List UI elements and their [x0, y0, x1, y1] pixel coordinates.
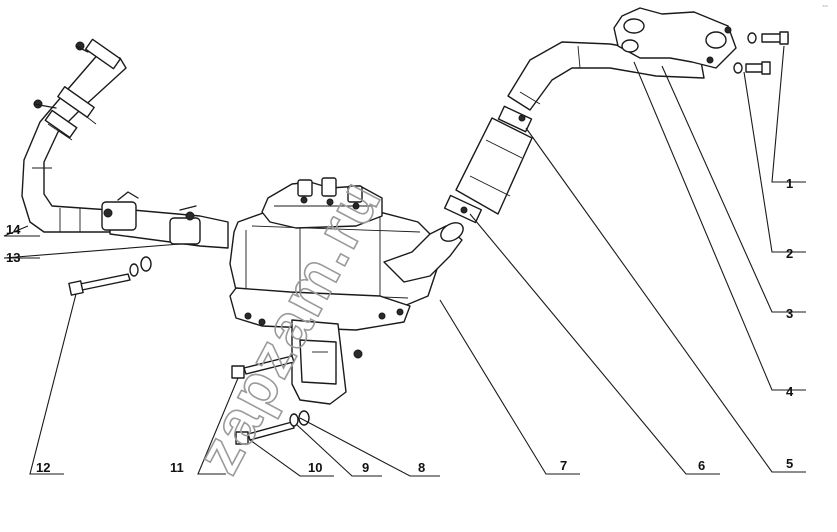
bolt-10-assembly	[235, 410, 310, 445]
bolt-11	[231, 355, 295, 379]
muffler-lower-shell	[229, 287, 411, 331]
outlet-elbow	[378, 222, 464, 320]
callout-11: 11	[170, 460, 184, 475]
callout-1: 1	[786, 176, 793, 191]
exhaust-manifold-flange	[613, 7, 737, 69]
corner-mark: ~~	[822, 4, 828, 10]
callout-7: 7	[560, 458, 567, 473]
tail-pipe-outlet	[291, 319, 363, 405]
leader-lines	[3, 45, 806, 477]
resonator-tube	[455, 117, 533, 215]
bolt-washer-upper	[747, 31, 789, 45]
callout-5: 5	[786, 456, 793, 471]
callout-labels: 1 2 3 4 5 6 7 8 9 10 11 12 13 14	[6, 176, 794, 475]
hose-clamp-upper	[33, 38, 122, 139]
callout-3: 3	[786, 306, 793, 321]
tube-clamp	[443, 105, 533, 224]
muffler-top-housing	[261, 177, 383, 229]
bolt-washer-lower	[733, 61, 771, 75]
callout-14: 14	[6, 222, 21, 237]
callout-13: 13	[6, 250, 20, 265]
callout-10: 10	[308, 460, 322, 475]
callout-12: 12	[36, 460, 50, 475]
callout-9: 9	[362, 460, 369, 475]
callout-2: 2	[786, 246, 793, 261]
upper-exhaust-pipe	[507, 41, 705, 111]
callout-4: 4	[786, 384, 794, 399]
bolt-12	[68, 256, 152, 296]
callout-6: 6	[698, 458, 705, 473]
callout-8: 8	[418, 460, 425, 475]
inlet-pipe	[101, 191, 229, 249]
